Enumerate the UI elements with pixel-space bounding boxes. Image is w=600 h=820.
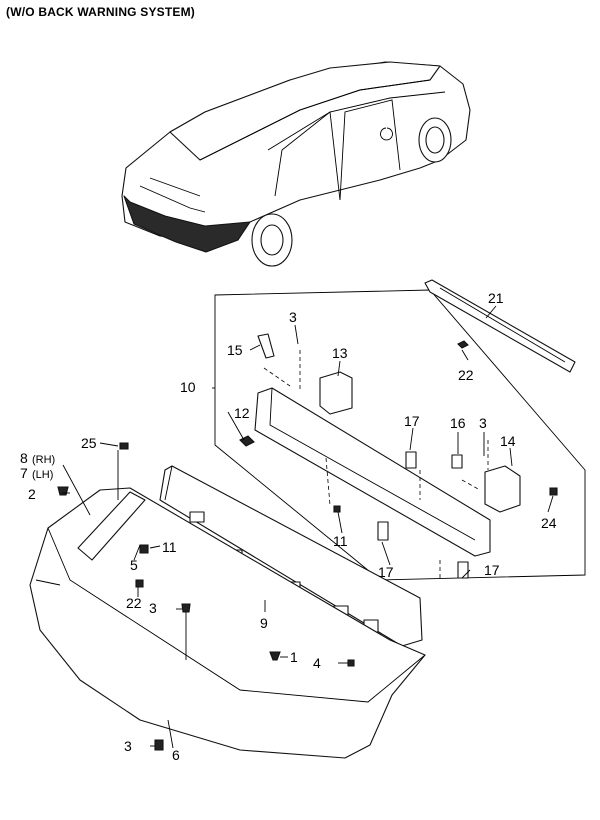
callout-5: 5 (130, 557, 138, 573)
callout-4: 4 (313, 655, 321, 671)
part-11-bolt-b (333, 505, 341, 513)
callout-labels: 10 15 3 13 12 17 16 3 14 21 22 24 11 17 … (20, 290, 557, 763)
part-25-clip (119, 442, 129, 450)
part-6-bumper-cover (29, 487, 426, 759)
callout-1: 1 (290, 649, 298, 665)
leader-lines (62, 305, 554, 749)
callout-3: 3 (149, 600, 157, 616)
part-14-bracket (484, 465, 521, 513)
part-2-screw (57, 486, 69, 496)
callout-17: 17 (484, 562, 500, 578)
part-10-bumper-beam (254, 387, 491, 557)
callout-17: 17 (378, 564, 394, 580)
part-13-bracket (319, 371, 353, 415)
part-3-rivet-b (181, 603, 191, 613)
callout-22: 22 (126, 595, 142, 611)
callout-13: 13 (332, 345, 348, 361)
callout-14: 14 (500, 433, 516, 449)
part-21-upper-strip (424, 279, 576, 373)
part-8-7-side-bracket (77, 491, 146, 561)
callout-11: 11 (333, 533, 348, 549)
part-11-bolt-a (139, 544, 149, 554)
callout-7-side: (LH) (32, 469, 53, 481)
part-1-screw (269, 651, 281, 661)
part-16-clip (451, 454, 463, 469)
callout-21: 21 (488, 290, 504, 306)
part-3-rivet-c (154, 739, 164, 751)
part-17-clip-1 (405, 451, 417, 469)
part-17-clip-3 (457, 561, 469, 579)
callout-25: 25 (81, 435, 97, 451)
part-22-clip-lower (135, 579, 144, 588)
callout-6: 6 (172, 747, 180, 763)
car-illustration (121, 61, 471, 267)
callout-16: 16 (450, 415, 466, 431)
callout-2: 2 (28, 486, 36, 502)
part-4-nut (347, 659, 355, 667)
part-22-clip-upper (457, 340, 469, 349)
callout-7: 7 (20, 465, 28, 481)
callout-8-side: (RH) (32, 454, 55, 466)
callout-12: 12 (234, 405, 250, 421)
callout-10: 10 (180, 379, 196, 395)
callout-3: 3 (124, 738, 132, 754)
callout-15: 15 (227, 342, 243, 358)
part-15-clip (257, 333, 275, 359)
callout-24: 24 (541, 515, 557, 531)
part-17-clip-2 (377, 521, 389, 541)
callout-3: 3 (289, 309, 297, 325)
part-24-bolt (549, 487, 558, 496)
callout-11: 11 (162, 539, 177, 555)
callout-8: 8 (20, 450, 28, 466)
callout-3: 3 (479, 415, 487, 431)
callout-22: 22 (458, 367, 474, 383)
callout-9: 9 (260, 615, 268, 631)
callout-17: 17 (404, 413, 420, 429)
diagram-title: (W/O BACK WARNING SYSTEM) (6, 5, 195, 19)
